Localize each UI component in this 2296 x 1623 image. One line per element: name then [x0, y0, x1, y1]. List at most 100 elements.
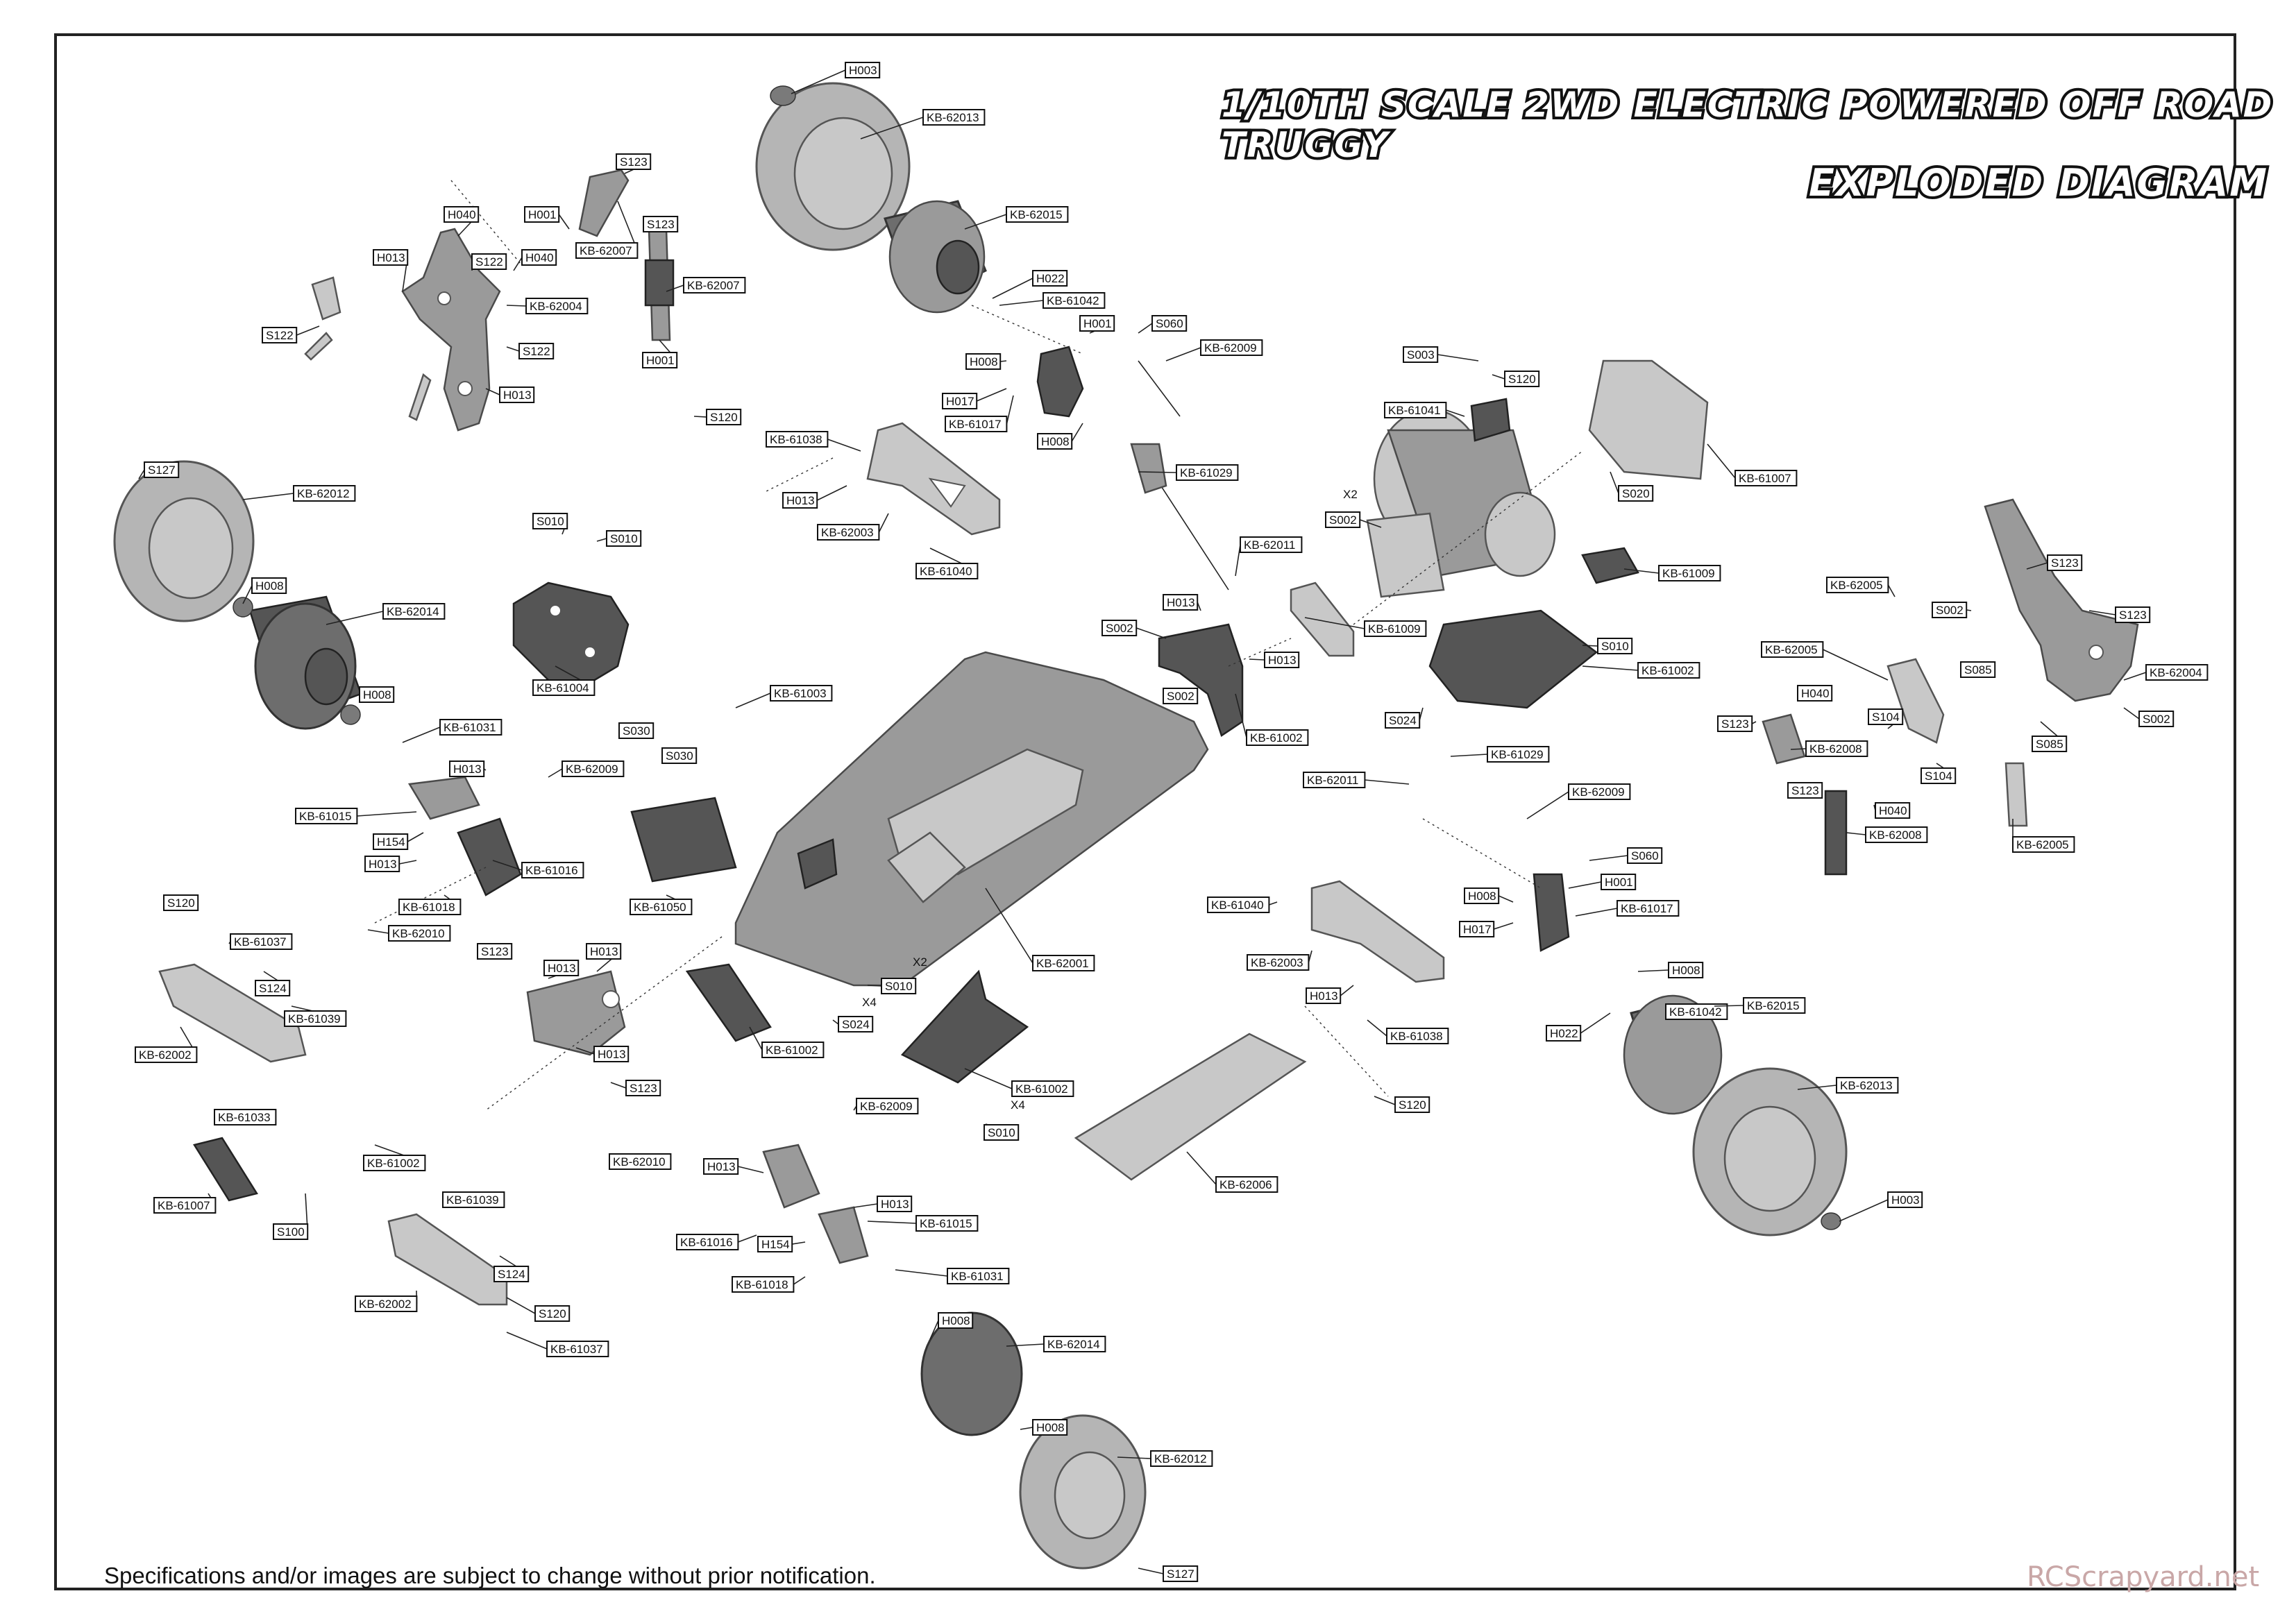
part-label-h013: H013 [364, 856, 417, 872]
part-number: KB-62007 [580, 244, 632, 257]
part-label-kb-61007: KB-61007 [153, 1193, 217, 1214]
label-box [163, 894, 199, 911]
part-label-kb-61017: KB-61017 [1575, 900, 1680, 917]
part-label-h013: H013 [586, 943, 622, 972]
part-label-s123: S123 [1717, 715, 1757, 732]
part-number: H013 [369, 858, 397, 871]
part-number: S003 [1407, 348, 1435, 362]
part-number: H008 [1041, 435, 1070, 448]
part-number: H022 [1036, 272, 1065, 285]
part-number: KB-61037 [234, 935, 287, 949]
leader-line [964, 1068, 1013, 1089]
leader-line [575, 1047, 595, 1055]
part-label-h001: H001 [1079, 315, 1115, 334]
label-box [135, 1046, 198, 1063]
part-label-kb-62011: KB-62011 [1303, 772, 1410, 788]
leader-line [1493, 922, 1514, 930]
part-number: KB-62009 [566, 763, 618, 776]
part-label-kb-62012: KB-62012 [1117, 1450, 1213, 1467]
leader-line [1575, 908, 1618, 917]
leader-line [506, 346, 520, 352]
part-label-h008: H008 [1037, 423, 1083, 450]
part-number: S123 [2119, 609, 2147, 622]
label-box [442, 1191, 505, 1208]
part-number: KB-62012 [297, 487, 350, 500]
part-number: H008 [942, 1314, 970, 1327]
label-box [255, 980, 291, 996]
label-box [1546, 1025, 1582, 1042]
leader-line [326, 611, 384, 625]
part-label-h013: H013 [543, 960, 580, 979]
label-box [1303, 772, 1366, 788]
leader-line [791, 69, 846, 94]
part-label-s120: S120 [1492, 371, 1540, 387]
label-box [703, 1158, 739, 1175]
label-box [838, 1016, 874, 1033]
label-box [586, 943, 622, 960]
part-number: S120 [1399, 1098, 1426, 1112]
part-label-kb-61004: KB-61004 [532, 665, 596, 696]
leader-line [1450, 754, 1488, 757]
part-number: S002 [1936, 604, 1964, 617]
label-box [295, 808, 358, 824]
label-box [817, 524, 880, 541]
label-box [1568, 783, 1631, 800]
motor-guard [1588, 359, 1709, 480]
part-number: S060 [1631, 849, 1659, 863]
part-label-kb-62009: KB-62009 [853, 1098, 919, 1114]
leader-line [1610, 471, 1619, 494]
part-number: H008 [1468, 890, 1496, 903]
part-label-kb-61017: KB-61017 [945, 395, 1014, 432]
part-number: H013 [1310, 989, 1338, 1003]
part-label-h003: H003 [1839, 1191, 1923, 1222]
part-label-h013: H013 [703, 1158, 764, 1175]
part-label-s120: S120 [506, 1297, 571, 1322]
part-number: KB-61015 [920, 1217, 972, 1230]
part-label-s024: S024 [832, 1016, 874, 1033]
label-box [877, 1196, 913, 1212]
part-label-x4: X4 [1011, 1098, 1025, 1112]
part-label-kb-61040: KB-61040 [1207, 897, 1278, 913]
part-label-s002: S002 [1163, 688, 1199, 704]
label-box [1384, 402, 1447, 418]
part-label-kb-62003: KB-62003 [817, 513, 889, 541]
part-number: KB-61031 [951, 1270, 1004, 1283]
part-number: KB-62002 [139, 1048, 192, 1062]
leader-line [596, 538, 607, 542]
leader-line [2088, 610, 2116, 615]
part-label-h001: H001 [524, 206, 570, 230]
label-box [575, 242, 639, 259]
label-box [606, 530, 642, 547]
rear-hub-right [1533, 873, 1570, 952]
leader-line [1714, 1005, 1744, 1007]
part-number: KB-61042 [1669, 1005, 1722, 1019]
label-box [1150, 1450, 1213, 1467]
label-box [1865, 826, 1928, 843]
part-label-kb-62011: KB-62011 [1235, 536, 1303, 577]
part-label-s120: S120 [693, 409, 742, 425]
label-box [388, 925, 451, 942]
part-label-s122: S122 [262, 325, 320, 343]
part-number: KB-61040 [1211, 899, 1264, 912]
part-label-kb-61033: KB-61033 [214, 1109, 277, 1125]
leader-line [1797, 1085, 1837, 1090]
part-label-h008: H008 [1020, 1419, 1068, 1436]
part-number: KB-62015 [1747, 999, 1800, 1012]
main-chassis [734, 651, 1209, 987]
part-label-x2: X2 [913, 955, 927, 969]
label-box [1717, 715, 1753, 732]
part-label-h013: H013 [575, 1046, 630, 1062]
part-label-h017: H017 [942, 388, 1007, 409]
part-label-s123: S123 [616, 153, 652, 174]
part-number: H001 [528, 208, 557, 221]
part-label-h040: H040 [1797, 685, 1833, 702]
part-number: H013 [548, 962, 576, 975]
leader-line [1374, 1096, 1396, 1105]
leader-line [610, 1082, 627, 1089]
part-number: KB-61015 [299, 810, 352, 823]
label-box [942, 393, 978, 409]
leader-line [738, 1166, 764, 1173]
label-box [1032, 955, 1095, 971]
label-box [262, 327, 298, 343]
leader-line [1365, 779, 1410, 785]
